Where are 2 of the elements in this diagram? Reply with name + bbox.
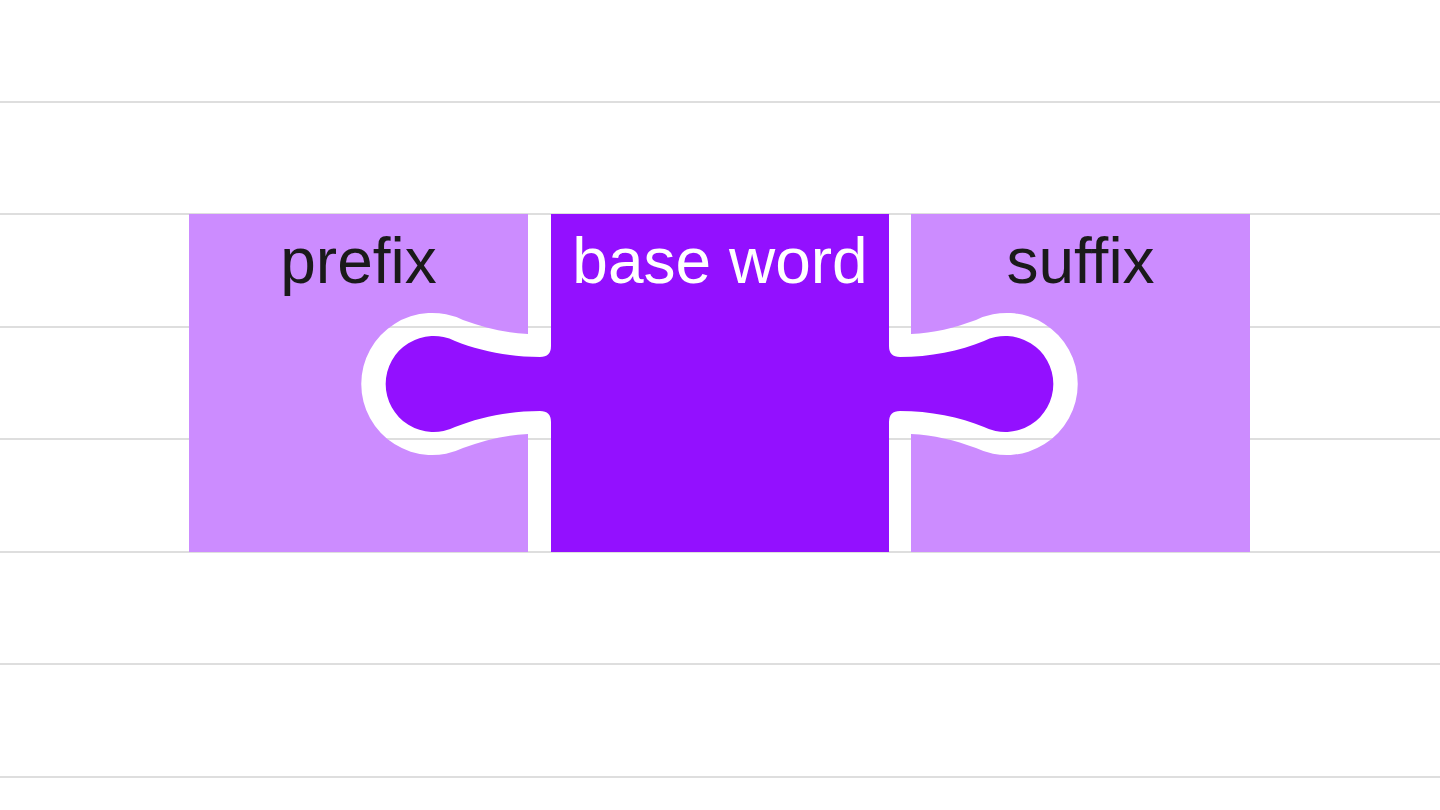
piece-label: base word bbox=[572, 229, 868, 293]
piece-label: suffix bbox=[1006, 229, 1155, 293]
